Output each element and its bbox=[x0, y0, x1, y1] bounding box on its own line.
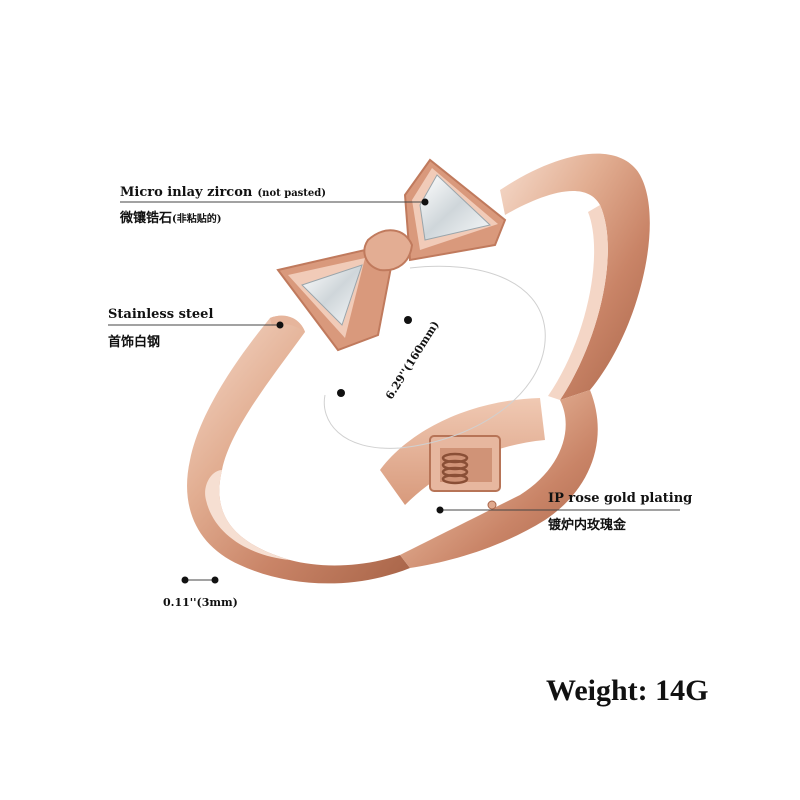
width-dimension-marker bbox=[181, 576, 219, 584]
hinge-spring bbox=[441, 452, 469, 485]
zircon-stone-left bbox=[301, 264, 363, 326]
bow-ornament bbox=[276, 158, 507, 352]
zircon-stone-right bbox=[419, 174, 492, 241]
zircon-label: Micro inlay zircon bbox=[120, 185, 253, 200]
steel-label: Stainless steel bbox=[108, 307, 214, 322]
bangle-hinge-section bbox=[380, 390, 598, 568]
weight-label: Weight: 14G bbox=[546, 674, 709, 707]
zircon-callout-en: Micro inlay zircon (not pasted) bbox=[120, 181, 326, 200]
circumference-guide bbox=[323, 265, 546, 449]
bangle-left-band bbox=[187, 315, 410, 584]
bangle-right-band bbox=[500, 153, 650, 400]
zircon-note-cn: (非粘贴的) bbox=[172, 214, 222, 225]
callout-leaders bbox=[108, 198, 680, 514]
zircon-note: (not pasted) bbox=[257, 188, 327, 199]
plating-label-cn: 镀炉内玫瑰金 bbox=[548, 518, 627, 533]
steel-label-cn: 首饰白钢 bbox=[108, 335, 161, 350]
zircon-callout-cn: 微镶锆石(非粘贴的) bbox=[120, 207, 221, 226]
zircon-label-cn: 微镶锆石 bbox=[120, 211, 173, 226]
width-label: 0.11''(3mm) bbox=[163, 596, 238, 609]
plating-label: IP rose gold plating bbox=[548, 491, 693, 506]
